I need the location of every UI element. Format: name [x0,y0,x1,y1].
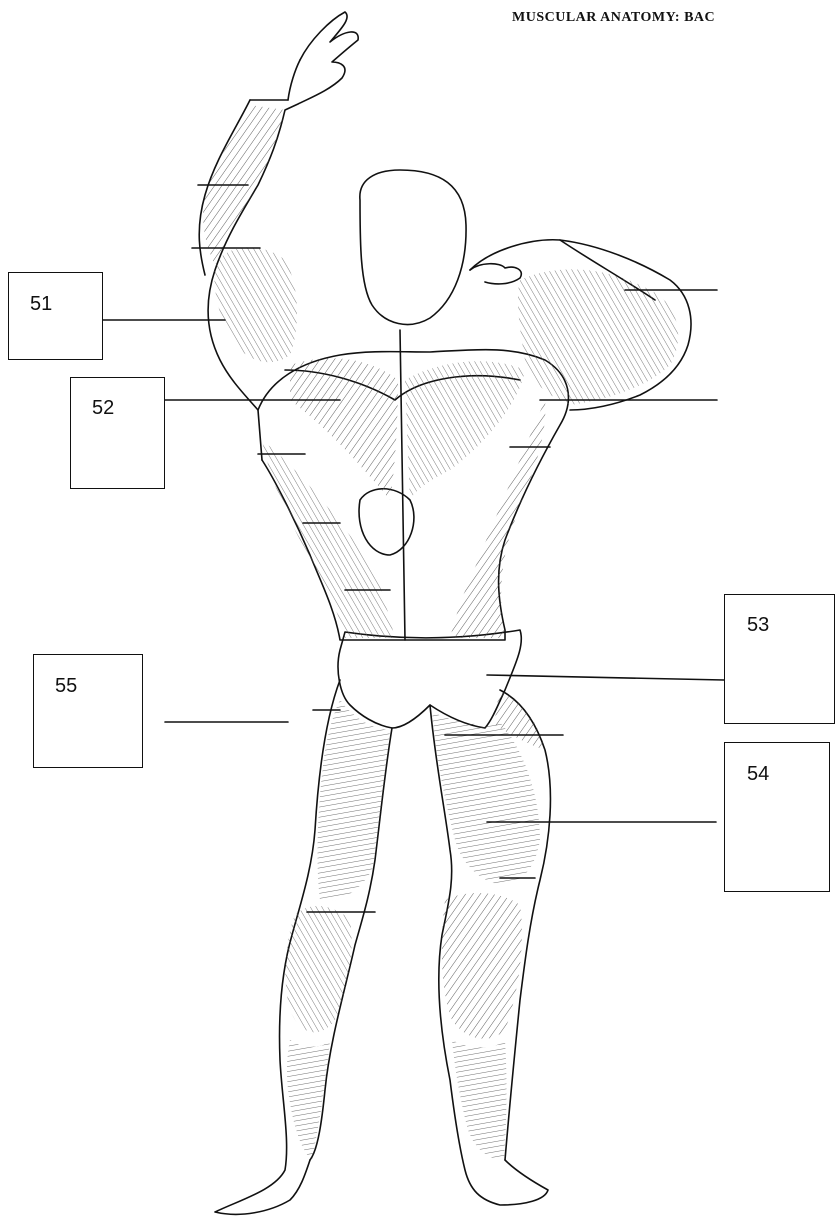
shorts-outline [338,630,521,728]
deltoid-shading [214,247,297,362]
label-box-53[interactable] [724,594,835,724]
label-number-55: 55 [55,675,77,698]
calf-right-shading [442,893,522,1039]
trapezius-right-shading [405,361,525,500]
calf-left-shading [285,906,351,1032]
label-number-53: 53 [747,614,769,637]
head-outline [360,170,466,324]
hamstring-left-shading [318,700,390,901]
label-box-51[interactable] [8,272,103,360]
label-number-54: 54 [747,763,769,786]
label-box-52[interactable] [70,377,165,489]
trapezius-shading [290,358,398,500]
label-number-51: 51 [30,293,52,316]
lower-leg-right-shading [452,1040,507,1160]
label-number-52: 52 [92,397,114,420]
label-box-55[interactable] [33,654,143,768]
pointer-line-53 [487,675,724,680]
label-box-54[interactable] [724,742,830,892]
